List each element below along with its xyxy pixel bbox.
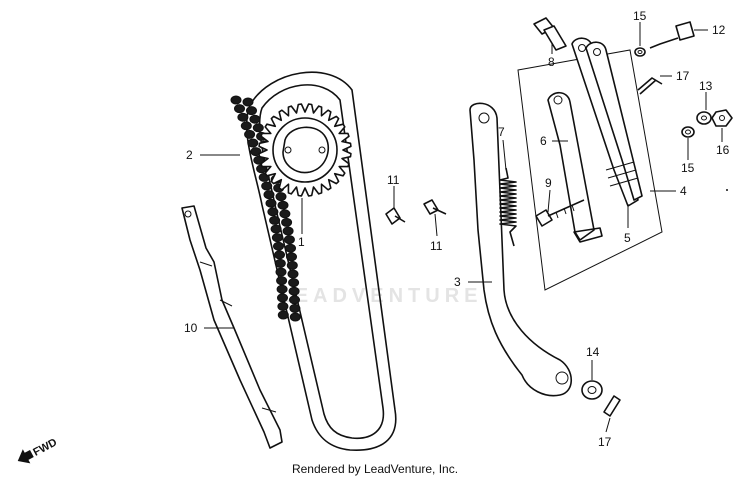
callout-11-right: 11 [430,239,443,253]
chain-link [279,209,291,219]
chain-link [288,278,300,288]
chain-link [289,303,301,313]
chain-link [261,181,273,191]
chain-link [249,114,261,124]
callout-3: 3 [454,275,461,289]
cotter-pin-17-top [637,77,663,95]
watermark-text: LEADVENTURE [277,285,483,307]
washer-13 [696,111,712,125]
chain-link [273,241,284,251]
chain-link [247,138,259,148]
forward-direction-indicator: FWD [17,436,59,464]
callout-10: 10 [184,321,198,335]
washer-15-right [681,126,695,138]
chain-link [274,258,286,268]
nut-16 [711,109,733,127]
chain-link [276,284,288,294]
chain-link [287,269,299,279]
adjuster-bolt [535,199,585,227]
washer-15-top [634,47,646,57]
chain-link [285,243,296,253]
fwd-label: FWD [31,436,59,458]
cam-sprocket [258,103,352,197]
callout-2: 2 [186,148,193,162]
chain-link [234,104,245,114]
chain-link [265,198,277,208]
callout-6: 6 [540,134,547,148]
bolt-11-left [385,207,406,225]
stray-mark [726,189,728,191]
chain-link [277,301,289,311]
callout-11-left: 11 [387,173,400,187]
chain-link [286,252,297,262]
callout-16: 16 [716,143,730,157]
chain-link [286,260,298,270]
chain-link [244,129,256,139]
chain-link [230,95,242,105]
tensioner-lifter [469,102,573,397]
chain-link [237,112,249,122]
spring-coil [499,167,517,247]
chain-link [275,192,287,202]
chain-link [289,312,301,322]
leader-lines [200,22,723,433]
chain-link [281,217,293,227]
chain-link [282,226,294,236]
callout-7: 7 [498,125,505,139]
chain-link [283,235,295,245]
footer-credit: Rendered by LeadVenture, Inc. [291,462,459,476]
chain-link [252,123,264,133]
cam-chain-guide [181,205,283,449]
bolt-8 [533,17,567,51]
tensioner-spring [499,167,517,247]
tensioner-arm [547,91,603,243]
chain-link [240,121,252,131]
callout-12: 12 [712,23,726,37]
chain-link [289,295,300,305]
callout-15-right: 15 [681,161,695,175]
chain-link [275,267,287,277]
tensioner-slider [571,37,643,207]
chain-link [277,200,289,210]
cotter-pin-17-bottom [603,395,621,417]
chain-link [288,286,300,296]
chain-link [267,207,279,217]
chain-link [276,276,288,286]
chain-link [242,97,254,107]
chain-link [277,293,288,303]
callout-15-top: 15 [633,9,647,23]
chain-link [269,215,281,225]
chain-link [271,233,283,243]
callout-5: 5 [624,231,631,245]
chain-link [270,224,282,234]
callout-labels: 1 2 3 4 5 6 7 8 9 10 11 11 12 13 14 15 1… [184,9,730,449]
callout-4: 4 [680,184,687,198]
chain-link [277,310,289,320]
callout-9: 9 [545,176,552,190]
washer-14 [581,380,603,400]
arrow-left-icon [17,449,34,464]
bolt-12 [649,21,695,49]
bolt-11-right [423,199,447,215]
callout-1: 1 [298,235,305,249]
callout-17-bottom: 17 [598,435,612,449]
chain-link [263,190,275,200]
callout-8: 8 [548,55,555,69]
callout-13: 13 [699,79,713,93]
chain-link [274,250,285,260]
chain-link [246,106,257,116]
callout-14: 14 [586,345,600,359]
callout-17-top: 17 [676,69,690,83]
